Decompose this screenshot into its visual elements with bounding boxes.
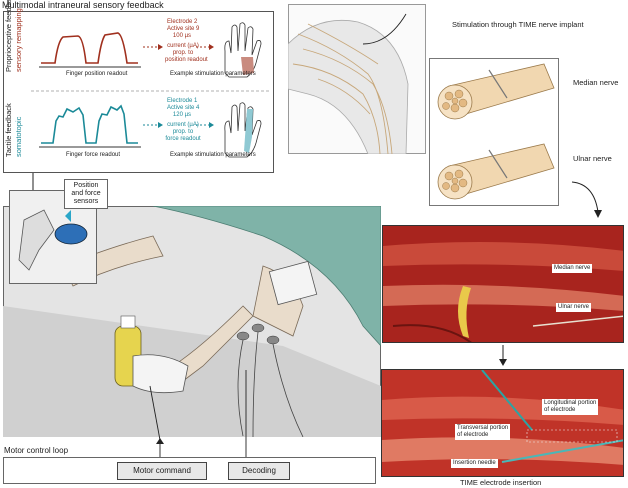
param-line: Active site 9 bbox=[167, 26, 200, 32]
stim-params-label-2: Example stimulation parameters bbox=[170, 152, 256, 158]
stim-params-label: Example stimulation parameters bbox=[170, 71, 256, 77]
surgery-caption: TIME electrode insertion bbox=[460, 478, 542, 487]
position-waveform bbox=[41, 32, 138, 64]
ulnar-nerve-label: Ulnar nerve bbox=[573, 154, 612, 163]
feedback-panel bbox=[3, 11, 274, 173]
param-line: Active site 4 bbox=[167, 105, 200, 111]
shoulder-graphics bbox=[288, 13, 409, 154]
curved-arrow bbox=[571, 181, 602, 218]
sensors-line: Position bbox=[73, 182, 99, 189]
tactile-current: current (µA) prop. to force readout bbox=[165, 122, 201, 143]
force-sensor-icon bbox=[54, 223, 88, 245]
current-line: force readout bbox=[165, 136, 201, 142]
position-readout-label: Finger position readout bbox=[66, 71, 128, 77]
param-line: 120 µs bbox=[172, 112, 192, 118]
param-line: Electrode 2 bbox=[167, 19, 198, 25]
tactile-params: Electrode 1 Active site 4 120 µs bbox=[167, 98, 200, 119]
nerve-crosssection-graphics bbox=[437, 63, 555, 200]
median-nerve-label: Median nerve bbox=[573, 78, 619, 87]
motor-title: Motor control loop bbox=[4, 446, 69, 455]
photo1-median-label: Median nerve bbox=[552, 264, 593, 273]
surgery-photo-2 bbox=[381, 369, 624, 477]
current-line: prop. to bbox=[172, 50, 194, 56]
sensor-pointer-icon bbox=[65, 210, 71, 222]
decoding-box: Decoding bbox=[228, 462, 290, 480]
force-waveform bbox=[41, 104, 138, 144]
current-line: prop. to bbox=[172, 129, 194, 135]
current-line: position readout bbox=[165, 57, 208, 63]
photo1-ulnar-label: Ulnar nerve bbox=[556, 303, 592, 312]
longitudinal-line: Longitudinal portion bbox=[544, 400, 597, 406]
sensors-line: sensors bbox=[73, 198, 99, 205]
proprioceptive-params: Electrode 2 Active site 9 100 µs bbox=[167, 19, 200, 40]
feedback-panel-graphics bbox=[31, 22, 271, 158]
param-line: 100 µs bbox=[172, 33, 192, 39]
sensors-label-box: Position and force sensors bbox=[64, 179, 108, 209]
implant-title: Stimulation through TIME nerve implant bbox=[452, 20, 584, 29]
photo2-needle-label: Insertion needle bbox=[451, 459, 498, 468]
photo2-longitudinal-label: Longitudinal portion of electrode bbox=[542, 399, 599, 415]
transversal-line: Transversal portion bbox=[457, 425, 509, 431]
surgery-photo-1-graphics bbox=[383, 226, 623, 342]
transversal-line: of electrode bbox=[457, 432, 489, 438]
current-line: current (µA) bbox=[167, 122, 199, 128]
longitudinal-line: of electrode bbox=[544, 407, 576, 413]
hand-icon-tactile bbox=[224, 102, 262, 158]
figure-title: Multimodal intraneural sensory feedback bbox=[2, 0, 164, 10]
photo2-transversal-label: Transversal portion of electrode bbox=[455, 424, 511, 440]
proprioceptive-current: current (µA) prop. to position readout bbox=[165, 43, 208, 64]
current-line: current (µA) bbox=[167, 43, 199, 49]
median-nerve-drawing bbox=[437, 63, 555, 120]
force-readout-label: Finger force readout bbox=[66, 152, 121, 158]
ulnar-nerve-drawing bbox=[437, 143, 555, 200]
motor-command-box: Motor command bbox=[117, 462, 207, 480]
hand-icon-proprioceptive bbox=[224, 22, 262, 78]
down-arrow bbox=[499, 345, 507, 366]
sensor-inset-graphics bbox=[18, 209, 88, 271]
param-line: Electrode 1 bbox=[167, 98, 198, 104]
sensors-line: and force bbox=[71, 190, 101, 197]
surgery-photo-1 bbox=[382, 225, 624, 343]
